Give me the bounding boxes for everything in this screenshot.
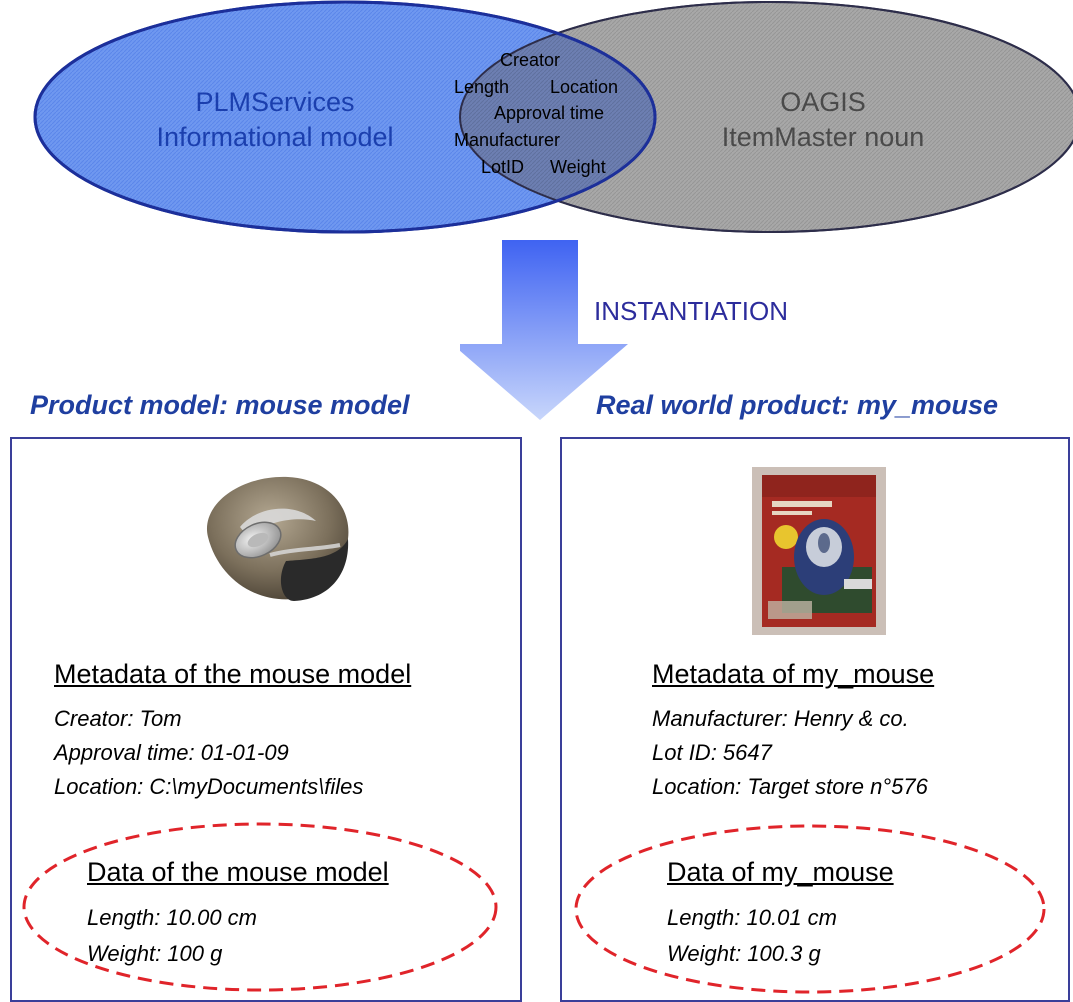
intersection-item-length: Length (454, 77, 509, 97)
metadata-heading: Metadata of the mouse model (54, 659, 412, 689)
venn-diagram: PLMServices Informational model OAGIS It… (33, 0, 1073, 234)
data-line: Weight: 100 g (87, 941, 223, 966)
metadata-heading: Metadata of my_mouse (652, 659, 935, 689)
metadata-line: Manufacturer: Henry & co. (652, 706, 909, 731)
intersection-item-lotid: LotID (481, 157, 524, 177)
left-set-label-2: Informational model (156, 122, 393, 152)
left-set-label-1: PLMServices (195, 87, 354, 117)
data-heading: Data of my_mouse (667, 857, 894, 887)
data-dashed-ellipse (22, 822, 498, 992)
intersection-item-manufacturer: Manufacturer (454, 130, 560, 150)
right-panel-title: Real world product: my_mouse (596, 390, 999, 420)
data-heading: Data of the mouse model (87, 857, 389, 887)
data-dashed-ellipse (574, 824, 1046, 994)
data-line: Weight: 100.3 g (667, 941, 821, 966)
metadata-line: Lot ID: 5647 (652, 740, 772, 765)
left-panel-title: Product model: mouse model (30, 390, 410, 420)
intersection-item-weight: Weight (550, 157, 606, 177)
data-line: Length: 10.00 cm (87, 905, 258, 930)
intersection-item-location: Location (550, 77, 618, 97)
metadata-line: Location: C:\myDocuments\files (54, 774, 364, 799)
instantiation-arrow (460, 240, 628, 420)
instantiation-label: INSTANTIATION (594, 296, 789, 326)
packaged-mouse-icon (752, 467, 886, 635)
right-set-label-2: ItemMaster noun (722, 122, 925, 152)
metadata-line: Creator: Tom (54, 706, 182, 731)
intersection-item-approval-time: Approval time (494, 103, 604, 123)
right-set-label-1: OAGIS (780, 87, 866, 117)
intersection-item-creator: Creator (500, 50, 560, 70)
metadata-line: Location: Target store n°576 (652, 774, 928, 799)
data-line: Length: 10.01 cm (667, 905, 838, 930)
metadata-line: Approval time: 01-01-09 (54, 740, 289, 765)
computer-mouse-icon (206, 476, 349, 601)
